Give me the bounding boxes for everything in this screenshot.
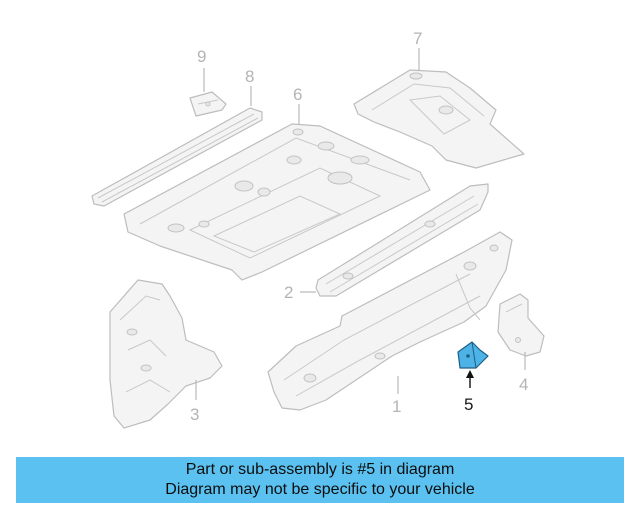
callout-2: 2 <box>284 283 293 302</box>
callout-1: 1 <box>392 397 401 416</box>
part-4-corner-bracket <box>497 293 545 357</box>
callout-5: 5 <box>464 395 473 414</box>
part-8-rail <box>91 107 263 207</box>
part-6-floor-pan <box>123 123 431 281</box>
callout-4: 4 <box>519 375 528 394</box>
callout-8: 8 <box>245 67 254 86</box>
part-2-cross-member <box>315 183 489 297</box>
callout-7: 7 <box>413 29 422 48</box>
part-9-bracket <box>189 91 227 117</box>
parts-diagram: 9 8 6 7 2 <box>91 29 545 429</box>
info-banner: Part or sub-assembly is #5 in diagram Di… <box>16 457 624 503</box>
part-5-bracket-highlighted <box>457 341 489 369</box>
part-1-rear-panel <box>267 231 513 411</box>
banner-line-2: Diagram may not be specific to your vehi… <box>165 481 475 498</box>
banner-line-1: Part or sub-assembly is #5 in diagram <box>185 461 455 478</box>
part-3-side-structure <box>109 279 223 429</box>
callout-9: 9 <box>197 47 206 66</box>
part-7-rear-floor <box>353 69 525 169</box>
callout-3: 3 <box>190 405 199 424</box>
leader-5-arrowhead <box>466 370 474 378</box>
callout-6: 6 <box>293 85 302 104</box>
